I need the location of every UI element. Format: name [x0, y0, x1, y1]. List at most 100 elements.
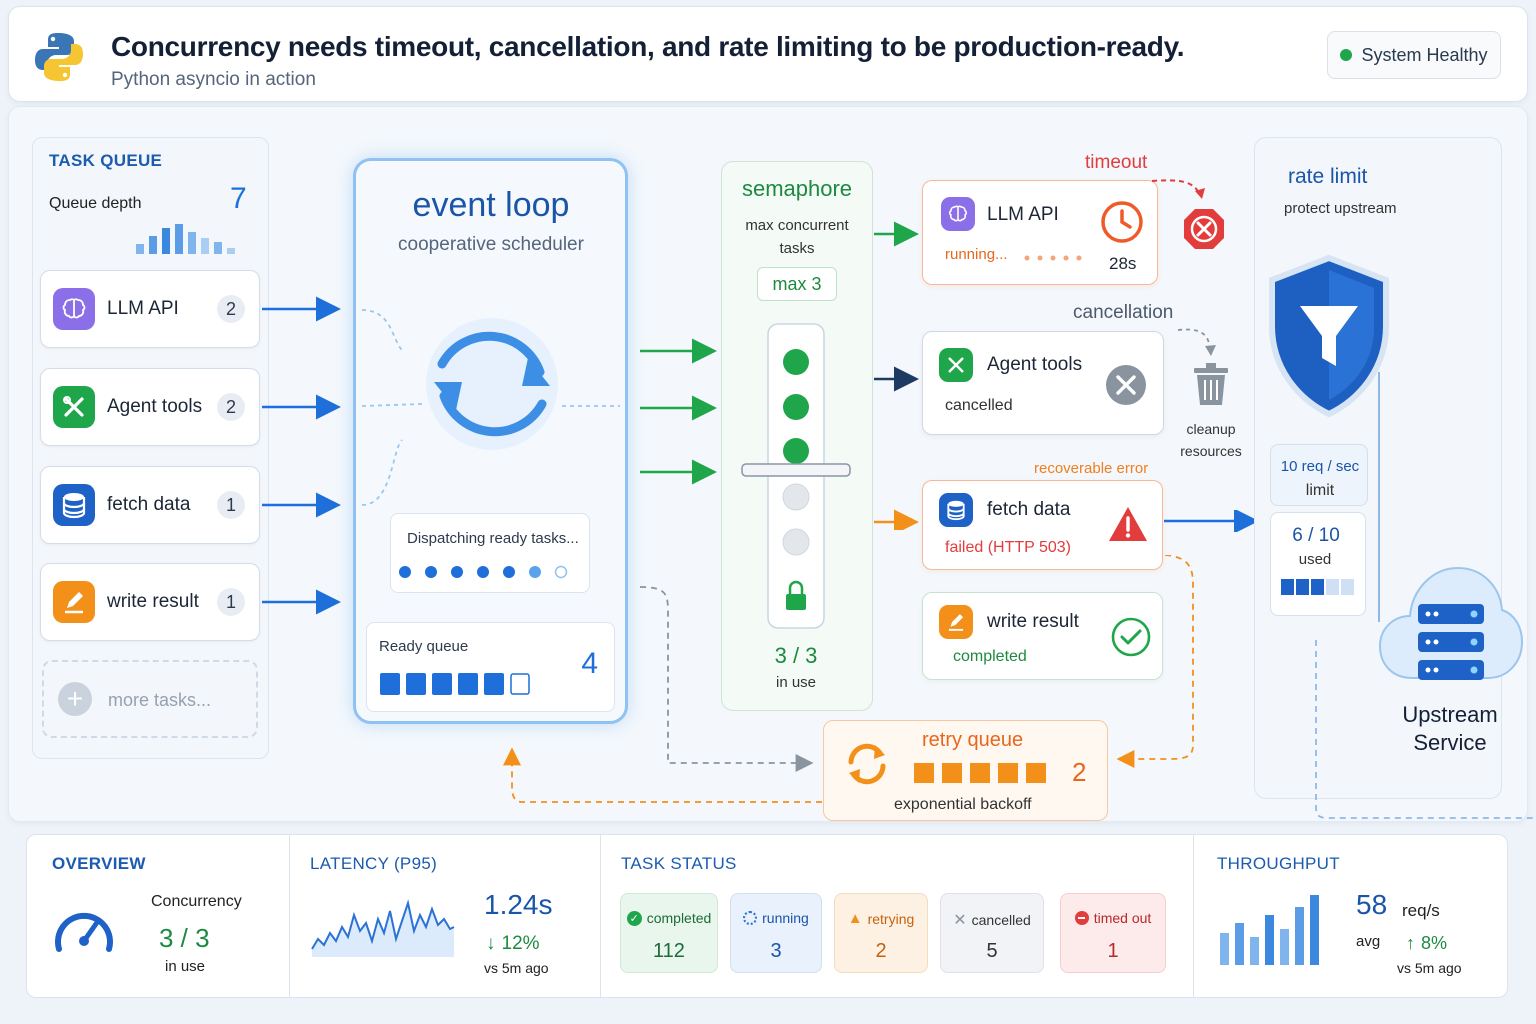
system-status-label: System Healthy — [1361, 44, 1488, 65]
dispatch-dots — [399, 565, 568, 579]
queue-item-label: Agent tools — [107, 396, 203, 417]
retry-queue-desc: exponential backoff — [894, 796, 1032, 813]
status-pill-retrying[interactable]: ▲retrying 2 — [834, 893, 928, 973]
status-pill-running[interactable]: running 3 — [730, 893, 822, 973]
overview-heading: OVERVIEW — [52, 854, 146, 873]
event-loop-cycle-icon — [362, 309, 620, 506]
plus-icon: + — [58, 682, 92, 716]
queue-item-count: 2 — [217, 393, 245, 421]
status-label: timed out — [1093, 910, 1152, 926]
semaphore-desc: max concurrent tasks — [745, 217, 849, 257]
status-label: cancelled — [971, 912, 1031, 928]
page-title: Concurrency needs timeout, cancellation,… — [111, 31, 1185, 62]
task-card-fetch-failed[interactable]: fetch data failed (HTTP 503) — [922, 480, 1163, 570]
retry-cycle-icon — [848, 743, 886, 785]
overview-value: 3 / 3 — [159, 923, 210, 953]
task-card-llm-running[interactable]: LLM API running... 28s — [922, 180, 1158, 285]
queue-item-agent-tools[interactable]: Agent tools 2 — [40, 368, 260, 446]
timeout-arrow — [1151, 179, 1205, 199]
retry-queue-slots — [914, 763, 1046, 783]
arrow-up-icon: ↑ — [1406, 933, 1415, 953]
status-pill-completed[interactable]: ✓completed 112 — [620, 893, 718, 973]
queue-depth-sparkbars — [136, 224, 235, 254]
database-icon — [53, 484, 95, 526]
task-state: cancelled — [945, 397, 1013, 414]
database-icon — [939, 493, 973, 527]
latency-card: LATENCY (P95) 1.24s ↓ 12% vs 5m ago — [289, 834, 601, 998]
semaphore-slots-icon — [741, 323, 851, 629]
overview-card: OVERVIEW Concurrency 3 / 3 in use — [26, 834, 290, 998]
latency-delta: ↓ 12% — [486, 933, 540, 955]
throughput-avg: avg — [1356, 933, 1381, 950]
more-tasks-label: more tasks... — [108, 690, 212, 710]
task-name: Agent tools — [987, 354, 1083, 375]
event-loop-title: event loop — [412, 186, 570, 224]
more-tasks-card[interactable]: + more tasks... — [42, 660, 258, 738]
status-label: running — [762, 910, 809, 926]
upstream-dashed-line — [1315, 640, 1534, 819]
task-queue-heading: TASK QUEUE — [49, 151, 163, 170]
rate-limit-title: rate limit — [1288, 165, 1368, 188]
cleanup-label: cleanup resources — [1180, 421, 1242, 459]
task-name: write result — [987, 611, 1079, 632]
latency-sparkline — [311, 899, 455, 957]
retry-flow-lines — [503, 555, 1194, 803]
status-pill-timed-out[interactable]: timed out 1 — [1060, 893, 1166, 973]
task-card-agent-cancelled[interactable]: Agent tools cancelled — [922, 331, 1164, 435]
throughput-delta: ↑ 8% — [1406, 933, 1447, 954]
python-logo-icon — [35, 33, 83, 81]
rate-used-value: 6 / 10 — [1292, 525, 1340, 546]
status-label: completed — [646, 910, 712, 926]
status-value: 112 — [653, 940, 685, 962]
recoverable-error-tag: recoverable error — [1034, 460, 1149, 477]
queue-item-label: write result — [107, 591, 199, 612]
throughput-card: THROUGHPUT 58 req/s avg ↑ 8% vs 5m ago — [1193, 834, 1508, 998]
event-loop-subtitle: cooperative scheduler — [398, 234, 584, 255]
status-dot-icon — [1340, 49, 1353, 61]
semaphore-max-badge: max 3 — [757, 267, 837, 301]
rate-limit-value: 10 req / sec — [1280, 458, 1360, 475]
queue-item-fetch-data[interactable]: fetch data 1 — [40, 466, 260, 544]
queue-depth-value: 7 — [230, 182, 247, 215]
pencil-icon — [939, 605, 973, 639]
fetch-to-rate-arrow — [1164, 510, 1259, 532]
rate-limit-value-box: 10 req / sec limit — [1270, 444, 1368, 506]
status-value: 1 — [1107, 940, 1119, 962]
ready-queue-label: Ready queue — [379, 638, 469, 655]
status-value: 2 — [875, 940, 887, 962]
brain-icon — [941, 197, 975, 231]
semaphore-title: semaphore — [741, 176, 853, 201]
throughput-delta-value: 8% — [1421, 933, 1448, 953]
spinner-icon — [743, 911, 758, 925]
check-circle-icon: ✓ — [626, 910, 642, 926]
rate-used-box: 6 / 10 used — [1270, 512, 1366, 616]
retry-queue-panel[interactable]: retry queue 2 exponential backoff — [823, 720, 1108, 821]
status-label: retrying — [867, 910, 915, 927]
cancellation-tag: cancellation — [1073, 302, 1174, 323]
latency-delta-value: 12% — [501, 933, 540, 954]
queue-item-llm-api[interactable]: LLM API 2 — [40, 270, 260, 348]
status-pill-cancelled[interactable]: ✕cancelled 5 — [940, 893, 1044, 973]
shield-funnel-icon — [1269, 254, 1389, 418]
task-name: LLM API — [987, 204, 1059, 225]
throughput-bars — [1220, 895, 1319, 965]
queue-item-write-result[interactable]: write result 1 — [40, 563, 260, 641]
progress-dots — [1024, 255, 1082, 261]
queue-depth-label: Queue depth — [49, 195, 142, 212]
cleanup-arrow — [1177, 328, 1216, 356]
stop-sign-icon — [1184, 209, 1224, 249]
dispatch-box: Dispatching ready tasks... — [390, 513, 590, 593]
clock-icon — [1101, 201, 1143, 243]
retry-queue-count: 2 — [1072, 757, 1087, 787]
status-value: 5 — [986, 940, 998, 962]
queue-item-count: 1 — [217, 588, 245, 616]
queue-item-count: 1 — [217, 491, 245, 519]
system-status-badge[interactable]: System Healthy — [1327, 31, 1501, 79]
task-card-write-completed[interactable]: write result completed — [922, 592, 1163, 680]
status-value: 3 — [770, 940, 782, 962]
throughput-value: 58 — [1356, 889, 1388, 920]
throughput-heading: THROUGHPUT — [1217, 854, 1340, 873]
latency-sub: vs 5m ago — [484, 960, 549, 976]
upstream-service-label: Upstream Service — [1380, 701, 1520, 757]
task-elapsed: 28s — [1109, 254, 1137, 273]
